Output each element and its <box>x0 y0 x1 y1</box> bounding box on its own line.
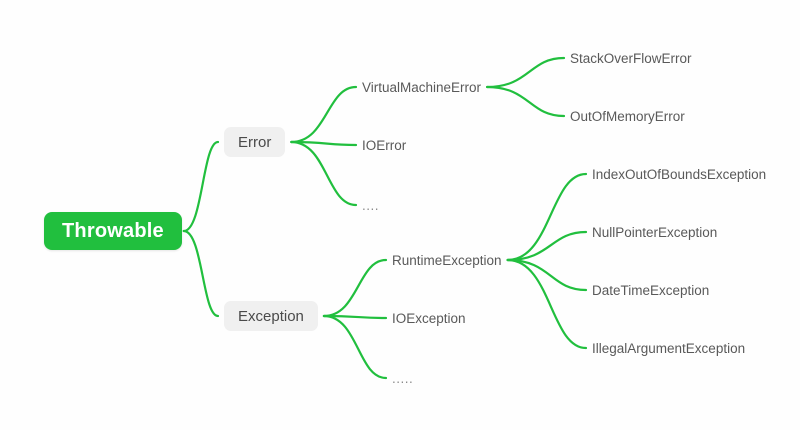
node-exception-more[interactable]: ..... <box>392 368 413 388</box>
connector-root-to-exception <box>182 229 220 318</box>
node-outofmemoryerror-label: OutOfMemoryError <box>570 108 685 124</box>
node-ioerror-label: IOError <box>362 137 407 153</box>
node-illegalargumentexception-label: IllegalArgumentException <box>592 340 746 356</box>
node-exception-more-label: ..... <box>392 370 414 386</box>
node-throwable-label: Throwable <box>62 219 164 242</box>
connector-runtime_exception-to-index_out_of_bounds_exception <box>506 172 588 262</box>
node-virtualmachineerror[interactable]: VirtualMachineError <box>362 77 481 97</box>
node-stackoverflowerror[interactable]: StackOverFlowError <box>570 48 692 68</box>
connector-error-to-io_error <box>290 140 358 147</box>
connector-runtime_exception-to-illegal_argument_exception <box>506 258 588 350</box>
node-illegalargumentexception[interactable]: IllegalArgumentException <box>592 338 745 358</box>
node-indexoutofboundsexception-label: IndexOutOfBoundsException <box>592 166 767 182</box>
connector-exception-to-runtime_exception <box>322 258 388 318</box>
connector-exception-to-io_exception <box>322 314 388 320</box>
connector-runtime_exception-to-date_time_exception <box>506 258 588 292</box>
node-ioexception[interactable]: IOException <box>392 308 466 328</box>
node-datetimeexception[interactable]: DateTimeException <box>592 280 709 300</box>
node-error-more[interactable]: .... <box>362 195 379 215</box>
node-runtimeexception[interactable]: RuntimeException <box>392 250 502 270</box>
node-indexoutofboundsexception[interactable]: IndexOutOfBoundsException <box>592 164 766 184</box>
connector-error-to-error_more <box>290 140 358 207</box>
node-exception[interactable]: Exception <box>224 301 318 331</box>
connector-virtual_machine_error-to-out_of_memory_error <box>486 85 566 118</box>
connector-error-to-virtual_machine_error <box>290 85 358 144</box>
node-ioerror[interactable]: IOError <box>362 135 406 155</box>
node-nullpointerexception[interactable]: NullPointerException <box>592 222 717 242</box>
connector-root-to-error <box>182 140 220 233</box>
node-outofmemoryerror[interactable]: OutOfMemoryError <box>570 106 685 126</box>
connector-virtual_machine_error-to-stack_overflow_error <box>486 56 566 89</box>
node-datetimeexception-label: DateTimeException <box>592 282 710 298</box>
node-error[interactable]: Error <box>224 127 286 157</box>
connector-exception-to-exception_more <box>322 314 388 380</box>
node-stackoverflowerror-label: StackOverFlowError <box>570 50 692 66</box>
node-virtualmachineerror-label: VirtualMachineError <box>362 79 482 95</box>
node-error-label: Error <box>238 133 272 151</box>
node-throwable[interactable]: Throwable <box>44 212 182 250</box>
node-nullpointerexception-label: NullPointerException <box>592 224 718 240</box>
connector-runtime_exception-to-null_pointer_exception <box>506 230 588 262</box>
node-exception-label: Exception <box>238 307 304 325</box>
node-ioexception-label: IOException <box>392 310 466 326</box>
node-error-more-label: .... <box>362 197 380 213</box>
node-runtimeexception-label: RuntimeException <box>392 252 502 268</box>
